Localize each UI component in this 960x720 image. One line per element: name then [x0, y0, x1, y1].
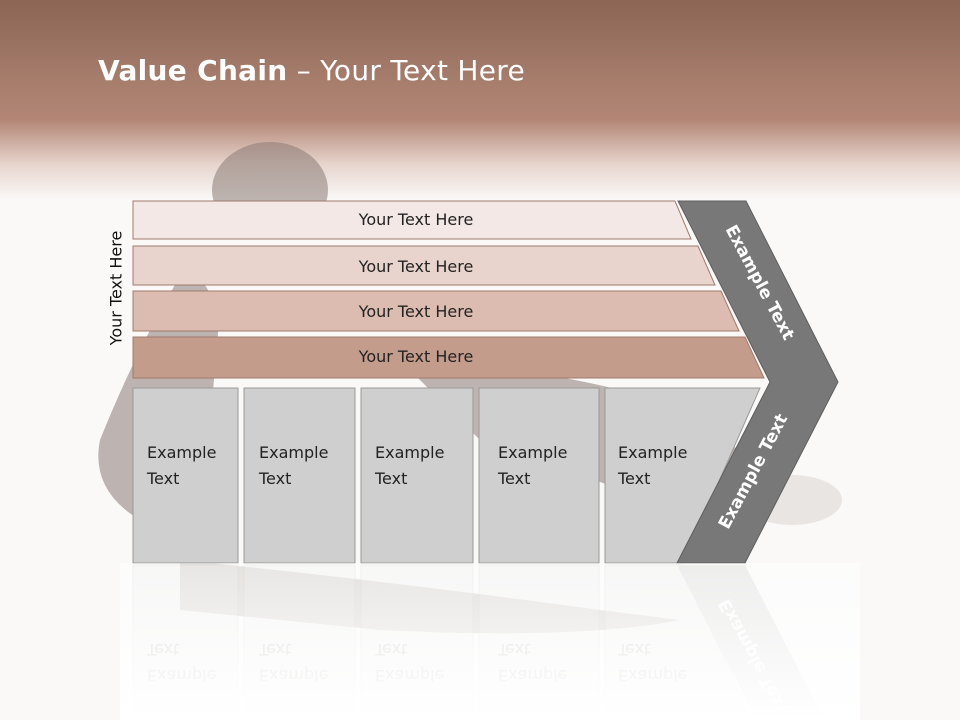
header-band — [0, 0, 960, 200]
column-2-line1: Example — [375, 443, 444, 462]
column-4-line2: Text — [617, 469, 650, 488]
bar-3[interactable]: Your Text Here — [132, 336, 765, 379]
bar-0[interactable]: Your Text Here — [132, 200, 692, 240]
column-0-line1: Example — [147, 443, 216, 462]
slide-title: Value Chain – Your Text Here — [98, 54, 525, 87]
bar-2[interactable]: Your Text Here — [132, 290, 740, 332]
column-box-3[interactable]: Example Text — [478, 387, 600, 564]
column-3-line2: Text — [497, 469, 530, 488]
column-box-2[interactable]: Example Text — [360, 387, 474, 564]
column-box-4[interactable]: Example Text — [604, 387, 761, 564]
column-3-line1: Example — [498, 443, 567, 462]
column-1-line1: Example — [259, 443, 328, 462]
bar-label-1: Your Text Here — [358, 257, 474, 276]
bar-1[interactable]: Your Text Here — [132, 245, 716, 286]
reflection-fade — [120, 563, 860, 720]
title-bold: Value Chain — [98, 54, 288, 87]
title-rest: – Your Text Here — [287, 54, 526, 87]
bar-label-2: Your Text Here — [358, 302, 474, 321]
column-0-line2: Text — [146, 469, 179, 488]
column-1-line2: Text — [258, 469, 291, 488]
column-2-line2: Text — [374, 469, 407, 488]
bar-label-3: Your Text Here — [358, 347, 474, 366]
bar-label-0: Your Text Here — [358, 210, 474, 229]
column-box-1[interactable]: Example Text — [243, 387, 356, 564]
column-box-0[interactable]: Example Text — [132, 387, 239, 564]
column-4-line1: Example — [618, 443, 687, 462]
